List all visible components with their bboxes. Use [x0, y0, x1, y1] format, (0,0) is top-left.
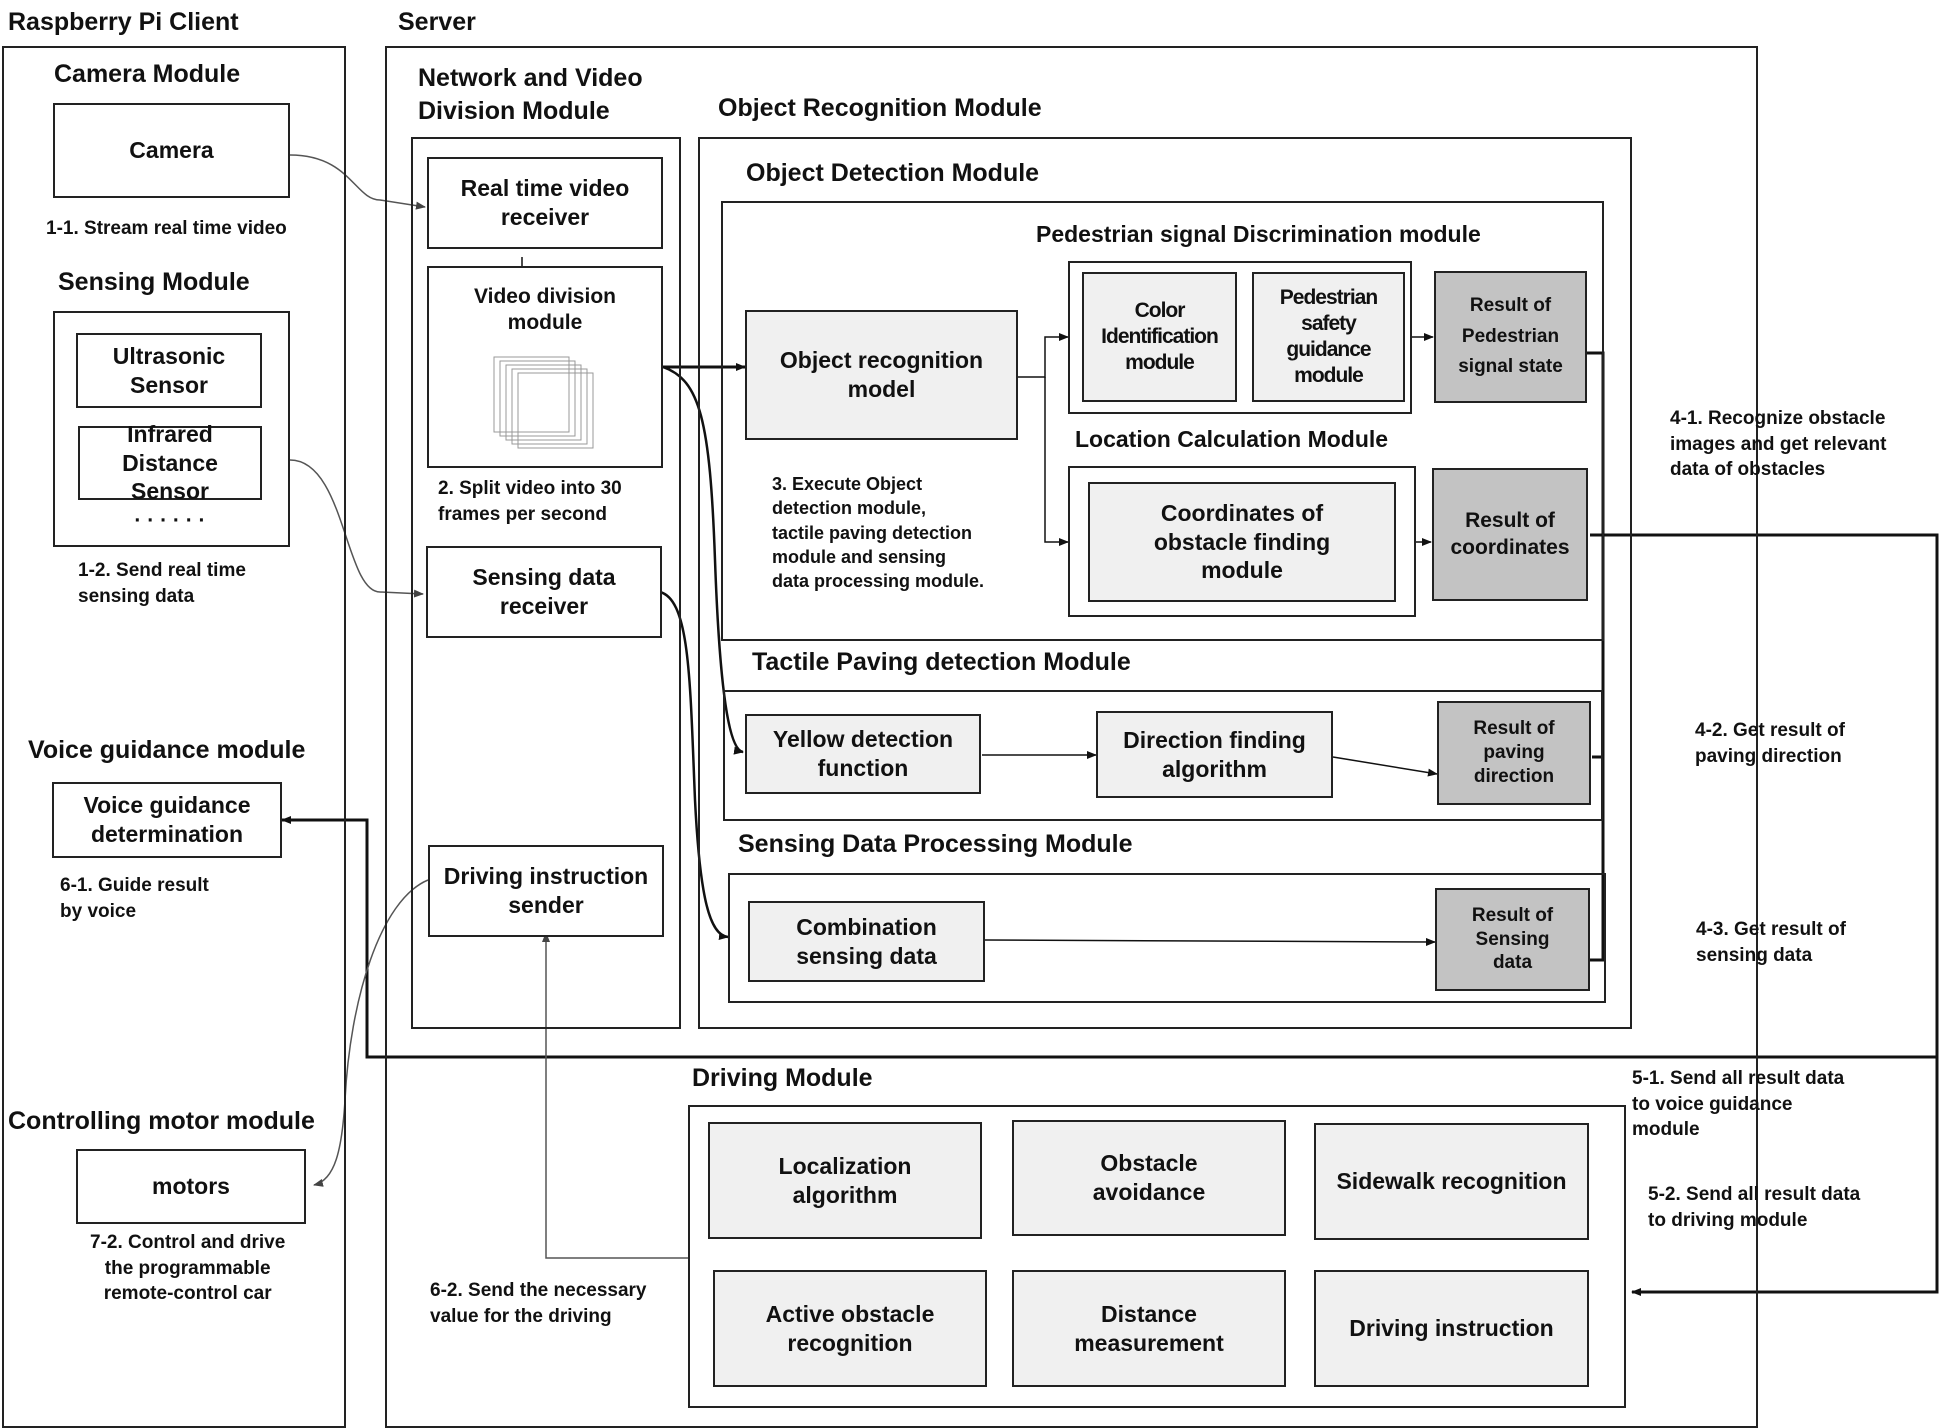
arrow-receiver-to-combination	[659, 590, 729, 940]
note-4-1: 4-1. Recognize obstacle images and get r…	[1670, 408, 1887, 481]
server-header: Server	[398, 8, 476, 36]
obstacle-avoidance: Obstacle avoidance	[1012, 1120, 1286, 1236]
driving-send-note: 6-2. Send the necessary value for the dr…	[430, 1280, 647, 1327]
direction-finding-algorithm: Direction finding algorithm	[1096, 711, 1333, 798]
video-division-label: Video division module	[474, 284, 616, 334]
server-panel	[385, 46, 1758, 1428]
object-recognition-box	[698, 137, 1632, 1029]
voice-module-title: Voice guidance module	[28, 736, 306, 764]
camera-box: Camera	[53, 103, 290, 198]
paving-direction-result: Result of paving direction	[1437, 701, 1591, 805]
note-5-2: 5-2. Send all result data to driving mod…	[1648, 1184, 1861, 1231]
location-calc-title: Location Calculation Module	[1075, 426, 1389, 452]
network-module-title: Network and Video Division Module	[418, 64, 643, 125]
arrow-model-to-coords	[1044, 377, 1069, 546]
yellow-detection-function: Yellow detection function	[745, 714, 981, 794]
client-panel	[2, 46, 346, 1428]
sensing-processing-title: Sensing Data Processing Module	[738, 830, 1133, 858]
driving-instruction-sender: Driving instruction sender	[428, 845, 664, 937]
motor-module-title: Controlling motor module	[8, 1107, 315, 1135]
arrow-combination-to-result	[984, 937, 1436, 946]
arrow-sender-to-motors	[313, 879, 429, 1187]
color-identification-module: Color Identification module	[1082, 272, 1237, 402]
sidewalk-recognition: Sidewalk recognition	[1314, 1123, 1589, 1240]
arrow-camera-to-receiver	[289, 154, 426, 210]
network-module-box	[411, 137, 681, 1029]
sensing-processing-box	[728, 873, 1606, 1003]
video-receiver: Real time video receiver	[427, 157, 663, 249]
active-obstacle-recognition: Active obstacle recognition	[713, 1270, 987, 1387]
arrow-driving-to-sender	[542, 932, 690, 1259]
object-recognition-model: Object recognition model	[745, 310, 1018, 440]
output-loop	[1590, 533, 1939, 1296]
infrared-sensor: Infrared Distance Sensor	[78, 421, 262, 504]
localization-algorithm: Localization algorithm	[708, 1122, 982, 1239]
object-detection-box	[721, 201, 1604, 641]
ped-signal-result: Result of Pedestrian signal state	[1434, 271, 1587, 403]
driving-module-box	[688, 1105, 1626, 1408]
client-header: Raspberry Pi Client	[8, 8, 239, 36]
voice-note: 6-1. Guide result by voice	[60, 875, 209, 922]
ped-signal-title: Pedestrian signal Discrimination module	[1036, 221, 1481, 247]
coordinates-result: Result of coordinates	[1432, 468, 1588, 601]
arrow-model-branch	[1018, 333, 1069, 378]
driving-module-title: Driving Module	[692, 1064, 873, 1092]
note-4-2: 4-2. Get result of paving direction	[1695, 720, 1845, 767]
coordinates-module: Coordinates of obstacle finding module	[1088, 482, 1396, 602]
distance-measurement: Distance measurement	[1012, 1270, 1286, 1387]
sensor-ellipsis: · · · · · ·	[134, 508, 206, 532]
arrow-to-voice-guidance	[281, 816, 1937, 1059]
note-4-3: 4-3. Get result of sensing data	[1696, 919, 1846, 966]
arrow-direction-to-result	[1332, 756, 1438, 777]
execute-note: 3. Execute Object detection module, tact…	[772, 474, 985, 592]
sensing-note: 1-2. Send real time sensing data	[78, 560, 246, 607]
frames-stack-icon	[493, 356, 594, 449]
camera-note: 1-1. Stream real time video	[46, 218, 287, 239]
object-detection-title: Object Detection Module	[746, 159, 1040, 187]
voice-guidance-box: Voice guidance determination	[52, 782, 282, 858]
video-division-box: Video division module	[427, 266, 663, 468]
camera-module-title: Camera Module	[54, 60, 241, 88]
tactile-title: Tactile Paving detection Module	[752, 648, 1131, 676]
split-note: 2. Split video into 30 frames per second	[438, 478, 622, 525]
arrow-division-to-yellow	[662, 365, 744, 755]
ultrasonic-sensor: Ultrasonic Sensor	[76, 333, 262, 408]
ped-safety-guidance-module: Pedestrian safety guidance module	[1252, 272, 1405, 402]
tactile-box	[723, 690, 1603, 821]
note-5-1: 5-1. Send all result data to voice guida…	[1632, 1068, 1845, 1141]
sensing-data-result: Result of Sensing data	[1435, 888, 1590, 991]
sensing-module-title: Sensing Module	[58, 268, 250, 296]
object-recognition-title: Object Recognition Module	[718, 94, 1042, 122]
combination-sensing-data: Combination sensing data	[748, 901, 985, 982]
sensing-receiver: Sensing data receiver	[426, 546, 662, 638]
driving-instruction: Driving instruction	[1314, 1270, 1589, 1387]
motors-box: motors	[76, 1149, 306, 1224]
motor-note: 7-2. Control and drive the programmable …	[90, 1232, 286, 1305]
